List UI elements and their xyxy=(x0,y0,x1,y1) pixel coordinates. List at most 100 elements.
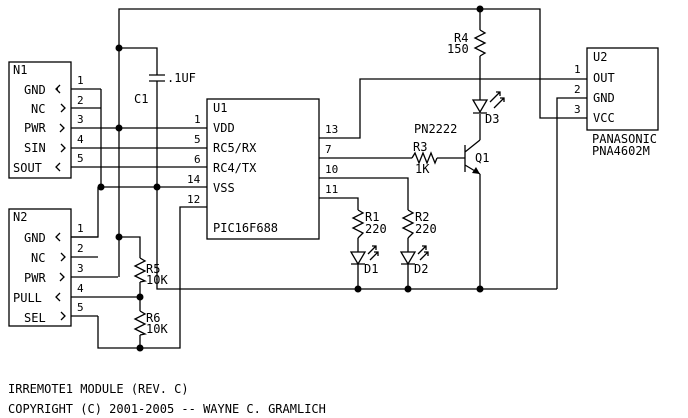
junction-dot xyxy=(115,124,123,132)
junction-dot xyxy=(476,285,484,293)
connector-n2-ref: N2 xyxy=(13,210,27,224)
connector-n1-pin1-name: GND xyxy=(24,83,46,97)
resistor-r5-ref: R5 xyxy=(146,262,160,276)
u1-pin14-num: 14 xyxy=(187,173,201,186)
capacitor-c1-value: .1UF xyxy=(167,71,196,85)
wire-vcc-rail xyxy=(118,8,587,119)
u2-ir-receiver: U2 OUT GND VCC 1 2 3 PANASONIC PNA4602M xyxy=(574,47,659,158)
diagram-title: IRREMOTE1 MODULE (REV. C) xyxy=(8,382,189,396)
junction-dot xyxy=(354,285,362,293)
connector-n1-pin2-num: 2 xyxy=(77,94,84,107)
led-d3-rays xyxy=(489,91,505,109)
connector-n1-pin4-name: SIN xyxy=(24,141,46,155)
u1-pin-vss-name: VSS xyxy=(213,181,235,195)
led-d2: D2 xyxy=(399,245,429,276)
u1-microcontroller: U1 VDD RC5/RX RC4/TX VSS PIC16F688 1 5 6… xyxy=(187,98,338,240)
resistor-r3-ref: R3 xyxy=(413,140,427,154)
resistor-r2-zigzag xyxy=(401,209,415,239)
led-d2-ref: D2 xyxy=(414,262,428,276)
capacitor-c1-plates xyxy=(149,74,165,92)
connector-n2: N2 GND NC PWR PULL SEL 1 2 3 4 5 xyxy=(8,208,140,327)
resistor-r6-zigzag xyxy=(133,310,147,336)
resistor-r2-value: 220 xyxy=(415,222,437,236)
wire-u2-gnd xyxy=(556,97,587,289)
led-d2-rays xyxy=(417,245,429,261)
connector-n2-pin2-name: NC xyxy=(31,251,45,265)
resistor-r1: R1 220 xyxy=(351,209,387,239)
u2-pin-vcc-name: VCC xyxy=(593,111,615,125)
connector-n1-body xyxy=(8,61,72,179)
connector-n2-pin5-num: 5 xyxy=(77,301,84,314)
connector-n2-pin1-name: GND xyxy=(24,231,46,245)
led-d2-symbol xyxy=(399,251,417,266)
led-d1: D1 xyxy=(349,245,379,276)
resistor-r4-ref: R4 xyxy=(454,31,468,45)
transistor-q1-emitter-arrow xyxy=(472,167,480,174)
connector-n1-pin3-name: PWR xyxy=(24,121,46,135)
u1-pin5-num: 5 xyxy=(194,133,201,146)
u1-pin-rc5-name: RC5/RX xyxy=(213,141,257,155)
connector-n2-pin2-num: 2 xyxy=(77,242,84,255)
connector-n2-pin3-name: PWR xyxy=(24,271,46,285)
resistor-r6-ref: R6 xyxy=(146,311,160,325)
junction-dot xyxy=(476,5,484,13)
junction-dot xyxy=(97,183,105,191)
connector-n1-arrows xyxy=(55,84,66,172)
u1-pin7-num: 7 xyxy=(325,143,332,156)
connector-n1-pin2-name: NC xyxy=(31,102,45,116)
u2-pin-gnd-name: GND xyxy=(593,91,615,105)
connector-n2-arrows xyxy=(55,232,66,321)
resistor-r3-zigzag xyxy=(411,151,438,165)
resistor-r5-zigzag xyxy=(133,257,147,283)
wires xyxy=(71,8,587,349)
connector-n1-pin3-num: 3 xyxy=(77,113,84,126)
resistor-r3-value: 1K xyxy=(415,162,430,176)
led-d3-ref: D3 xyxy=(485,112,499,126)
wire-u2-out xyxy=(319,78,587,139)
u1-ref: U1 xyxy=(213,101,227,115)
resistor-r1-ref: R1 xyxy=(365,210,379,224)
resistor-r4-value: 150 xyxy=(447,42,469,56)
connector-n2-pin4-num: 4 xyxy=(77,282,84,295)
resistor-r3: R3 1K xyxy=(411,140,438,176)
resistor-r4: R4 150 xyxy=(447,29,487,57)
u2-part: PNA4602M xyxy=(592,144,650,158)
junction-dot xyxy=(115,44,123,52)
resistor-r5-value: 10K xyxy=(146,273,168,287)
u2-pin1-num: 1 xyxy=(574,63,581,76)
diagram-copyright: COPYRIGHT (C) 2001-2005 -- WAYNE C. GRAM… xyxy=(8,402,326,416)
connector-n2-pin1-num: 1 xyxy=(77,222,84,235)
u2-ref: U2 xyxy=(593,50,607,64)
connector-n1-pin5-name: SOUT xyxy=(13,161,42,175)
u2-maker: PANASONIC xyxy=(592,132,657,146)
junction-dot xyxy=(404,285,412,293)
u1-pin6-num: 6 xyxy=(194,153,201,166)
u1-pin-rc4-name: RC4/TX xyxy=(213,161,257,175)
resistor-r1-value: 220 xyxy=(365,222,387,236)
wire-pin12-sel xyxy=(97,206,207,349)
led-d1-symbol xyxy=(349,251,367,266)
wire-r5-top xyxy=(119,236,141,258)
u1-pin10-num: 10 xyxy=(325,163,338,176)
transistor-q1-part: PN2222 xyxy=(414,122,457,136)
u1-body xyxy=(206,98,320,240)
connector-n1-pin5-num: 5 xyxy=(77,152,84,165)
connector-n2-body xyxy=(8,208,72,327)
wire-ground-rail xyxy=(156,187,557,290)
u1-pin12-num: 12 xyxy=(187,193,200,206)
wire-pin10 xyxy=(319,177,409,210)
led-d1-rays xyxy=(367,245,379,261)
wire-pin11 xyxy=(319,197,359,210)
u2-pin-out-name: OUT xyxy=(593,71,615,85)
led-d3-symbol xyxy=(471,99,489,114)
capacitor-c1: C1 .1UF xyxy=(134,71,196,106)
transistor-q1: PN2222 Q1 xyxy=(414,122,489,175)
capacitor-c1-ref: C1 xyxy=(134,92,148,106)
u1-pin13-num: 13 xyxy=(325,123,338,136)
u1-pin11-num: 11 xyxy=(325,183,338,196)
connector-n2-pin5-name: SEL xyxy=(24,311,46,325)
u1-pin-vdd-name: VDD xyxy=(213,121,235,135)
led-d1-ref: D1 xyxy=(364,262,378,276)
resistor-r5: R5 10K xyxy=(133,257,168,287)
